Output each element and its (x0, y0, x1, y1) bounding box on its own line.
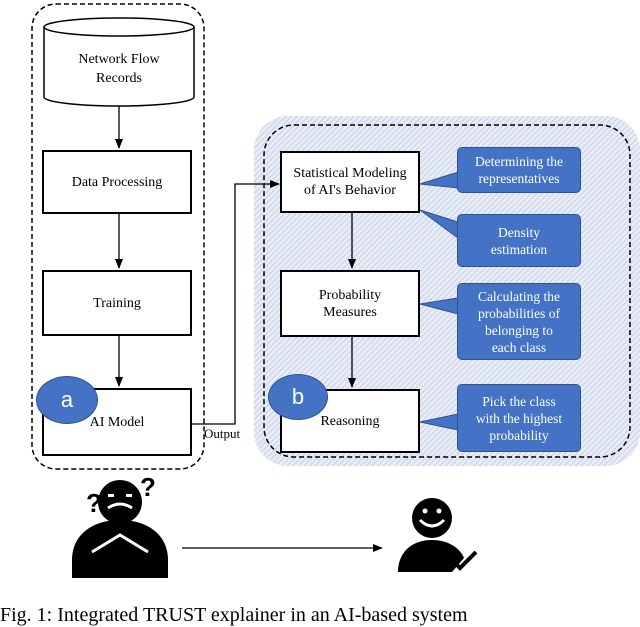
svg-text:?: ? (86, 488, 102, 518)
note-determining-representatives: Determining the representatives (457, 147, 581, 193)
training-label: Training (93, 295, 141, 311)
ai-system-group (31, 3, 205, 470)
reasoning-box: Reasoning (280, 389, 420, 453)
statistical-modeling-box: Statistical Modeling of AI's Behavior (280, 151, 420, 213)
database-icon (43, 17, 195, 107)
probability-measures-box: Probability Measures (280, 270, 420, 337)
arrow-model-to-statistical (192, 180, 280, 425)
training-box: Training (42, 270, 192, 336)
reasoning-label: Reasoning (320, 413, 380, 429)
trust-explainer-group (263, 124, 631, 458)
note-calculating-probabilities: Calculating the probabilities of belongi… (457, 283, 581, 360)
figure-caption: Fig. 1: Integrated TRUST explainer in an… (0, 604, 468, 626)
note-pick-class: Pick the class with the highest probabil… (457, 384, 581, 452)
data-processing-label: Data Processing (71, 174, 163, 190)
ai-model-label: AI Model (89, 414, 145, 430)
badge-b: b (268, 374, 328, 420)
data-processing-box: Data Processing (42, 150, 192, 214)
note-density-estimation: Density estimation (457, 214, 581, 267)
database-label: Network Flow Records (78, 52, 160, 86)
badge-a: a (36, 376, 98, 424)
satisfied-person-icon (398, 498, 478, 572)
output-label: Output (204, 426, 241, 441)
confused-person-icon: ? ? (72, 472, 168, 578)
svg-text:?: ? (140, 472, 156, 502)
